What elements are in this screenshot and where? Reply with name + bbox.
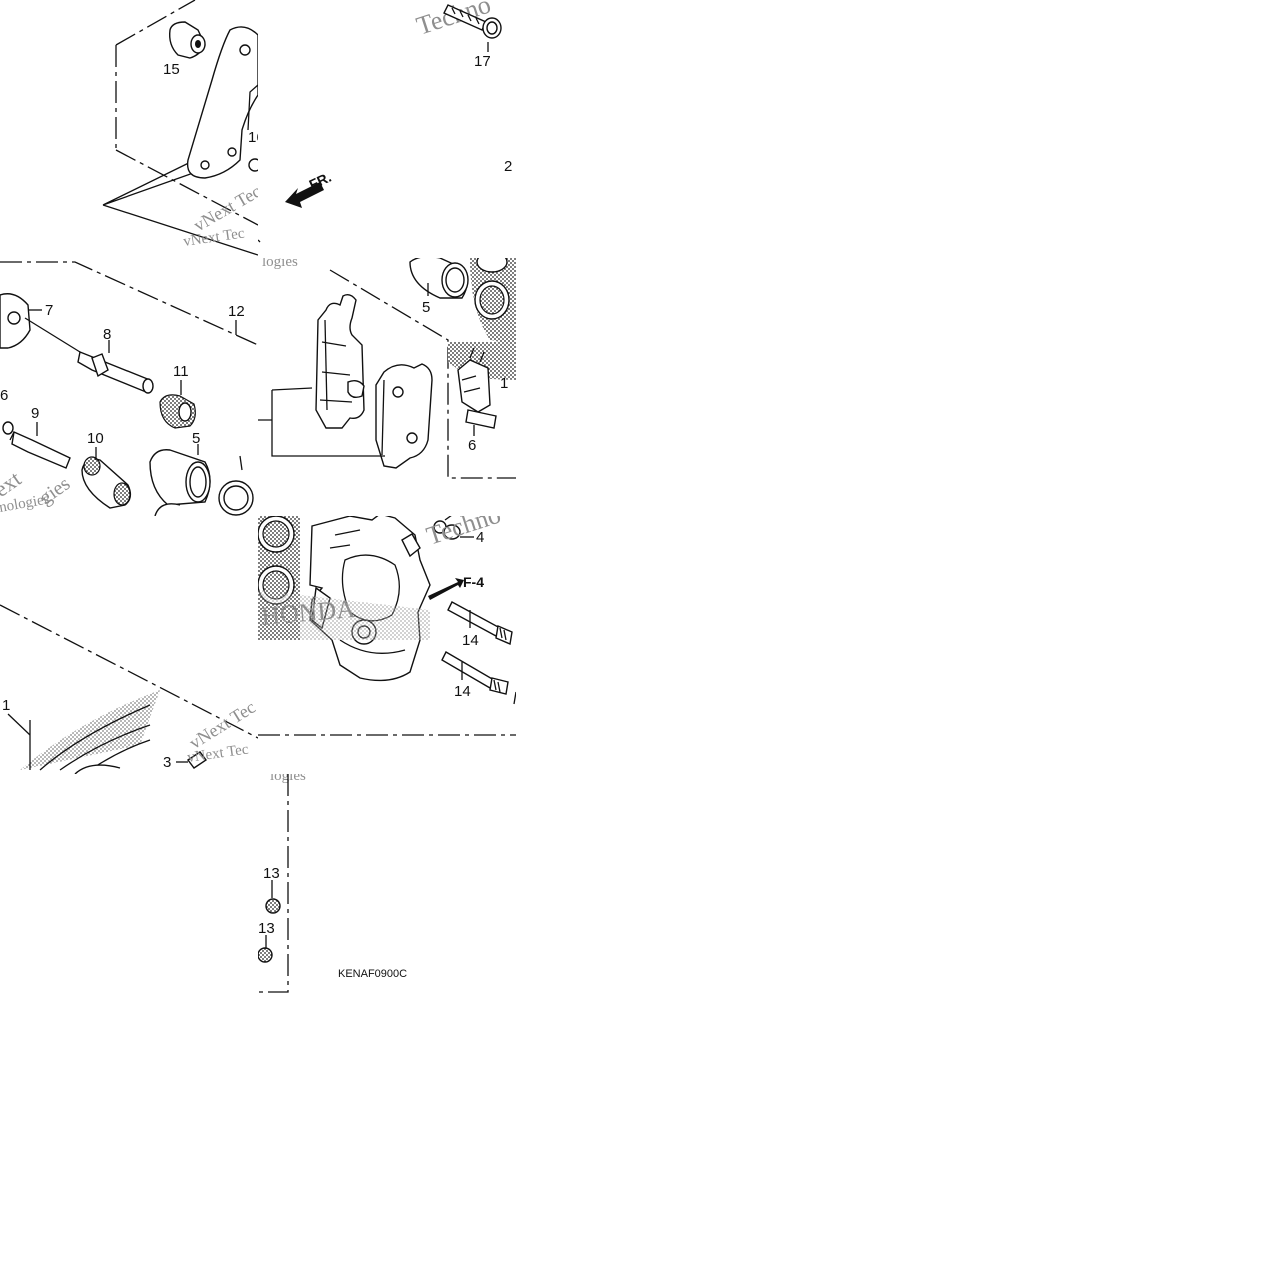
pad-spring bbox=[448, 342, 516, 429]
callout-7: 7 bbox=[45, 302, 53, 319]
bleeder-cap-13-upper bbox=[265, 880, 281, 914]
tile-caliper-left: 1 3 vNext Tec vNext Tec bbox=[0, 604, 258, 774]
slide-pin-8 bbox=[77, 351, 154, 394]
pin-boot-11 bbox=[159, 394, 196, 429]
piston-seals-right bbox=[470, 258, 516, 345]
callout-11: 11 bbox=[173, 363, 189, 380]
callout-9: 9 bbox=[31, 405, 39, 422]
callout-4: 4 bbox=[476, 529, 484, 546]
tile-caliper-body: HONDA 4 Techno F-4 14 14 bbox=[258, 500, 516, 736]
callout-13-upper: 13 bbox=[263, 865, 280, 882]
watermark-vnext: vNext Tec bbox=[182, 226, 246, 250]
reference-arrow bbox=[428, 578, 464, 600]
piston-5-left bbox=[149, 449, 211, 506]
bleeder-cap-13-lower bbox=[258, 935, 273, 963]
callout-1-left: 1 bbox=[2, 697, 10, 714]
callout-12: 12 bbox=[228, 303, 245, 320]
collar-15 bbox=[168, 21, 206, 59]
callout-6-right: 6 bbox=[468, 437, 476, 454]
callout-10: 10 bbox=[87, 430, 104, 447]
bolt-4 bbox=[433, 516, 461, 540]
front-direction-arrow: FR. bbox=[285, 169, 334, 208]
diagram-code: KENAF0900C bbox=[338, 968, 407, 980]
callout-3: 3 bbox=[163, 754, 171, 771]
pad-pin-14-upper bbox=[447, 601, 513, 645]
caliper-bracket bbox=[186, 26, 258, 179]
callout-14-lower: 14 bbox=[454, 683, 471, 700]
tile-code: logies 13 13 KENAF0900C bbox=[258, 774, 407, 993]
callout-2: 2 bbox=[504, 158, 512, 175]
callout-13-lower: 13 bbox=[258, 920, 275, 937]
tile-brake-pads: logies 5 bbox=[258, 254, 516, 479]
bleeder-screw-3 bbox=[176, 751, 208, 769]
callout-5-left: 5 bbox=[192, 430, 200, 447]
callout-17: 17 bbox=[474, 53, 491, 70]
callout-1-right: 1 bbox=[500, 375, 508, 392]
tile-bolt-direction: Techno 17 2 FR. bbox=[258, 0, 512, 243]
tile-slide-pins: 7 8 11 12 9 6 bbox=[0, 261, 258, 516]
watermark-logies-top: logies bbox=[262, 254, 298, 270]
brake-pad-inner bbox=[315, 293, 365, 429]
callout-8: 8 bbox=[103, 326, 111, 343]
callout-14-upper: 14 bbox=[462, 632, 479, 649]
slide-pin-9 bbox=[2, 421, 71, 469]
reference-label: F-4 bbox=[463, 574, 484, 590]
callout-5-right: 5 bbox=[422, 299, 430, 316]
tile-caliper-bracket: vNext Tec vNext Tec 15 16 bbox=[102, 0, 265, 256]
bracket-part-7 bbox=[0, 293, 31, 349]
callout-6: 6 bbox=[0, 387, 8, 404]
front-direction-label: FR. bbox=[307, 169, 334, 193]
watermark-techno-lower: Techno bbox=[423, 500, 504, 551]
callout-15: 15 bbox=[163, 61, 180, 78]
pin-boot-10 bbox=[81, 456, 132, 509]
flange-bolt-17 bbox=[443, 4, 502, 39]
pad-pin-14-lower bbox=[441, 651, 509, 695]
brake-pad-outer bbox=[375, 363, 433, 469]
callout-16: 16 bbox=[248, 129, 265, 146]
piston-5-right bbox=[409, 258, 469, 299]
